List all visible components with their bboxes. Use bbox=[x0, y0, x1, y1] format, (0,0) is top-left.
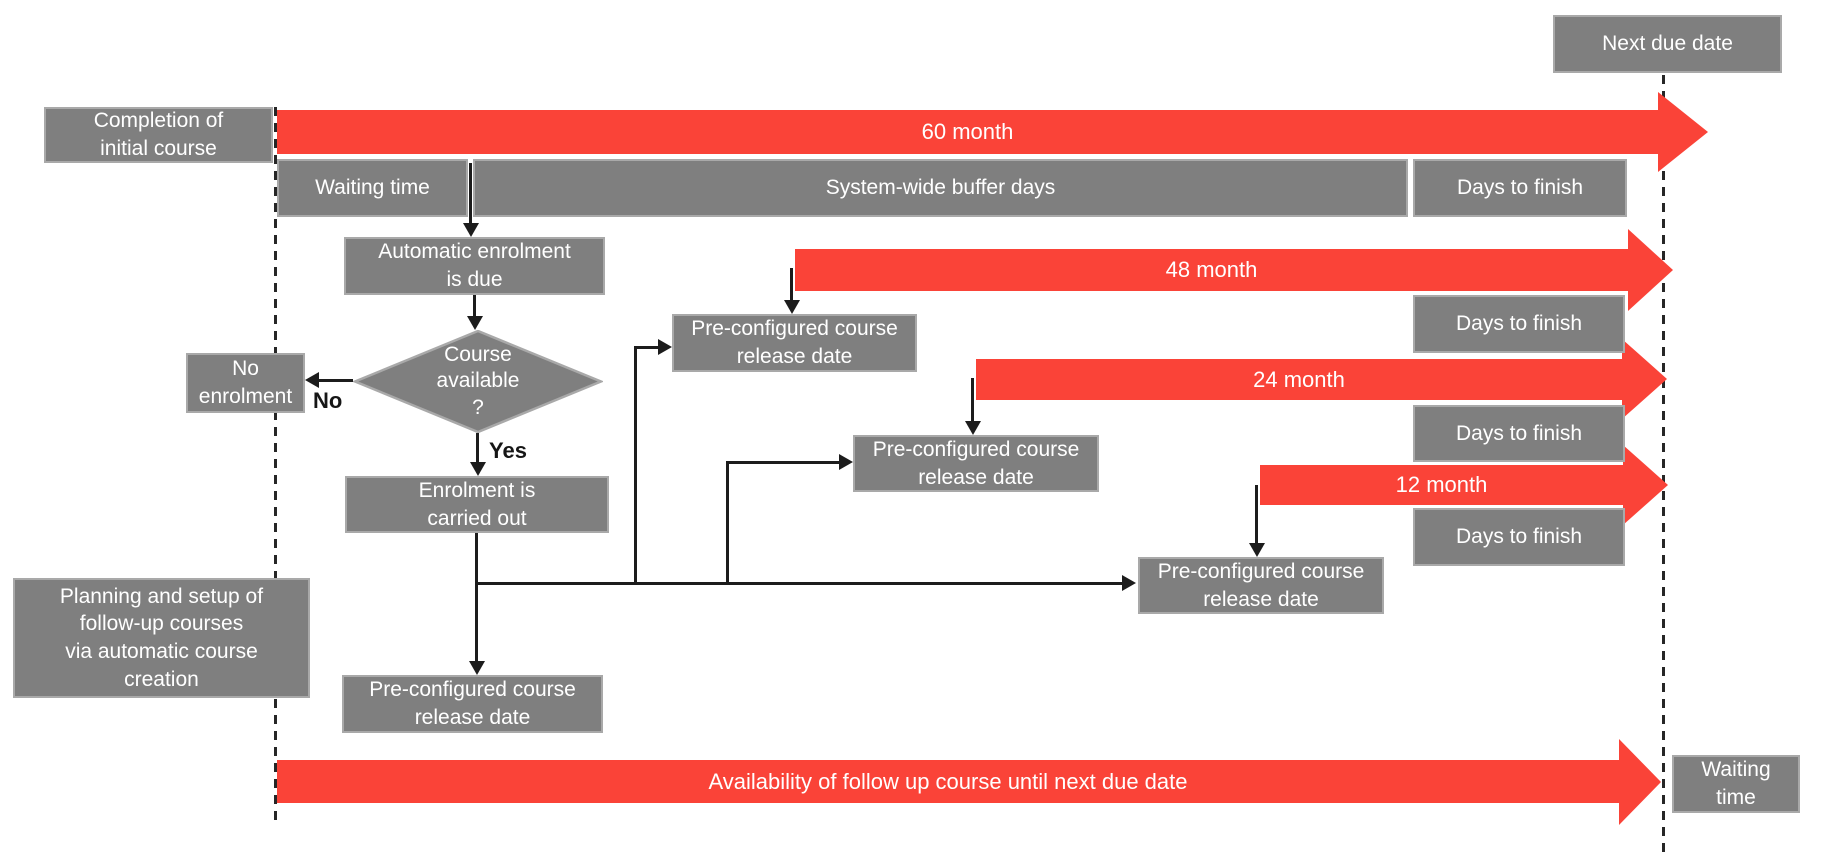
arrow-24-month-head-icon bbox=[1622, 339, 1667, 419]
pre-release-label-4: Pre-configured course release date bbox=[369, 678, 576, 729]
completion-box: Completion of initial course bbox=[44, 107, 273, 163]
connector-48bar-drop-arrowhead-icon bbox=[784, 300, 800, 314]
waiting-time-bottom-label: Waiting time bbox=[1701, 758, 1771, 809]
connector-elbow1-vertical-line bbox=[634, 346, 637, 585]
days-to-finish-box-2: Days to finish bbox=[1413, 295, 1625, 353]
connector-24bar-drop-line bbox=[971, 378, 974, 422]
no-branch-label: No bbox=[313, 388, 343, 413]
connector-buffer-to-auto-arrowhead-icon bbox=[463, 223, 479, 237]
pre-release-box-2: Pre-configured course release date bbox=[853, 435, 1099, 492]
connector-24bar-drop-arrowhead-icon bbox=[965, 421, 981, 435]
connector-no-branch-line bbox=[319, 379, 353, 382]
yes-branch-label: Yes bbox=[489, 438, 527, 463]
connector-to-pre3-arrowhead-icon bbox=[1122, 575, 1136, 591]
arrow-48-month: 48 month bbox=[795, 249, 1628, 291]
pre-release-label-2: Pre-configured course release date bbox=[872, 437, 1080, 489]
days-to-finish-label-1: Days to finish bbox=[1456, 176, 1584, 200]
connector-12bar-drop-arrowhead-icon bbox=[1249, 543, 1265, 557]
buffer-days-label: System-wide buffer days bbox=[825, 176, 1056, 200]
connector-branch-horizontal-line bbox=[475, 582, 1122, 585]
days-to-finish-box-3: Days to finish bbox=[1413, 405, 1625, 462]
days-to-finish-label-4: Days to finish bbox=[1455, 525, 1583, 549]
connector-buffer-to-auto-line bbox=[469, 163, 472, 224]
connector-elbow1-horizontal-line bbox=[634, 346, 658, 349]
no-enrolment-box: No enrolment bbox=[186, 353, 305, 413]
connector-yes-branch-arrowhead-icon bbox=[470, 462, 486, 476]
connector-enrolment-down-arrowhead-icon bbox=[469, 661, 485, 675]
waiting-time-top-label: Waiting time bbox=[315, 176, 430, 200]
arrow-60-month-head-icon bbox=[1658, 92, 1708, 172]
connector-no-branch-arrowhead-icon bbox=[305, 372, 319, 388]
auto-enrolment-box: Automatic enrolment is due bbox=[344, 237, 605, 295]
left-timeline-dashed-line bbox=[274, 107, 277, 823]
waiting-time-bottom-box: Waiting time bbox=[1672, 755, 1800, 813]
arrow-48-month-label: 48 month bbox=[1165, 257, 1258, 282]
buffer-days-box: System-wide buffer days bbox=[473, 159, 1408, 217]
arrow-12-month-head-icon bbox=[1623, 445, 1668, 525]
connector-48bar-drop-line bbox=[790, 268, 793, 302]
pre-release-label-1: Pre-configured course release date bbox=[691, 317, 898, 368]
connector-yes-branch-line bbox=[476, 433, 479, 463]
arrow-24-month: 24 month bbox=[976, 359, 1622, 400]
arrow-12-month-label: 12 month bbox=[1395, 472, 1488, 497]
waiting-time-top-box: Waiting time bbox=[277, 159, 468, 217]
arrow-availability: Availability of follow up course until n… bbox=[277, 760, 1619, 803]
pre-release-box-4: Pre-configured course release date bbox=[342, 675, 603, 733]
connector-elbow2-horizontal-line bbox=[726, 461, 839, 464]
no-enrolment-label: No enrolment bbox=[198, 357, 293, 408]
arrow-60-month-label: 60 month bbox=[921, 119, 1014, 144]
next-due-date-box: Next due date bbox=[1553, 15, 1782, 73]
arrow-60-month: 60 month bbox=[277, 110, 1658, 154]
decision-label: Course available ? bbox=[436, 343, 520, 419]
arrow-12-month: 12 month bbox=[1260, 465, 1623, 505]
arrow-availability-label: Availability of follow up course until n… bbox=[708, 768, 1188, 794]
connector-auto-to-decision-line bbox=[473, 295, 476, 317]
decision-diamond: Course available ? bbox=[353, 330, 603, 433]
connector-to-pre2-arrowhead-icon bbox=[839, 454, 853, 470]
pre-release-box-1: Pre-configured course release date bbox=[672, 314, 917, 372]
decision-diamond-shape bbox=[353, 330, 603, 433]
days-to-finish-box-1: Days to finish bbox=[1413, 159, 1627, 217]
planning-box: Planning and setup of follow-up courses … bbox=[13, 578, 310, 698]
pre-release-label-3: Pre-configured course release date bbox=[1157, 559, 1365, 611]
enrolment-label: Enrolment is carried out bbox=[418, 478, 536, 530]
connector-elbow2-vertical-line bbox=[726, 461, 729, 585]
auto-enrolment-label: Automatic enrolment is due bbox=[378, 240, 571, 291]
days-to-finish-label-2: Days to finish bbox=[1455, 312, 1583, 336]
connector-to-pre1-arrowhead-icon bbox=[658, 339, 672, 355]
enrolment-box: Enrolment is carried out bbox=[345, 476, 609, 533]
completion-label: Completion of initial course bbox=[93, 109, 224, 160]
connector-auto-to-decision-arrowhead-icon bbox=[467, 316, 483, 330]
arrow-48-month-head-icon bbox=[1628, 229, 1673, 311]
connector-12bar-drop-line bbox=[1255, 485, 1258, 544]
arrow-availability-head-icon bbox=[1619, 739, 1661, 825]
days-to-finish-box-4: Days to finish bbox=[1413, 508, 1625, 566]
arrow-24-month-label: 24 month bbox=[1253, 366, 1345, 392]
planning-label: Planning and setup of follow-up courses … bbox=[59, 584, 264, 691]
pre-release-box-3: Pre-configured course release date bbox=[1138, 557, 1384, 614]
connector-enrolment-down-line bbox=[475, 533, 478, 662]
days-to-finish-label-3: Days to finish bbox=[1455, 421, 1583, 445]
next-due-date-label: Next due date bbox=[1602, 32, 1733, 56]
